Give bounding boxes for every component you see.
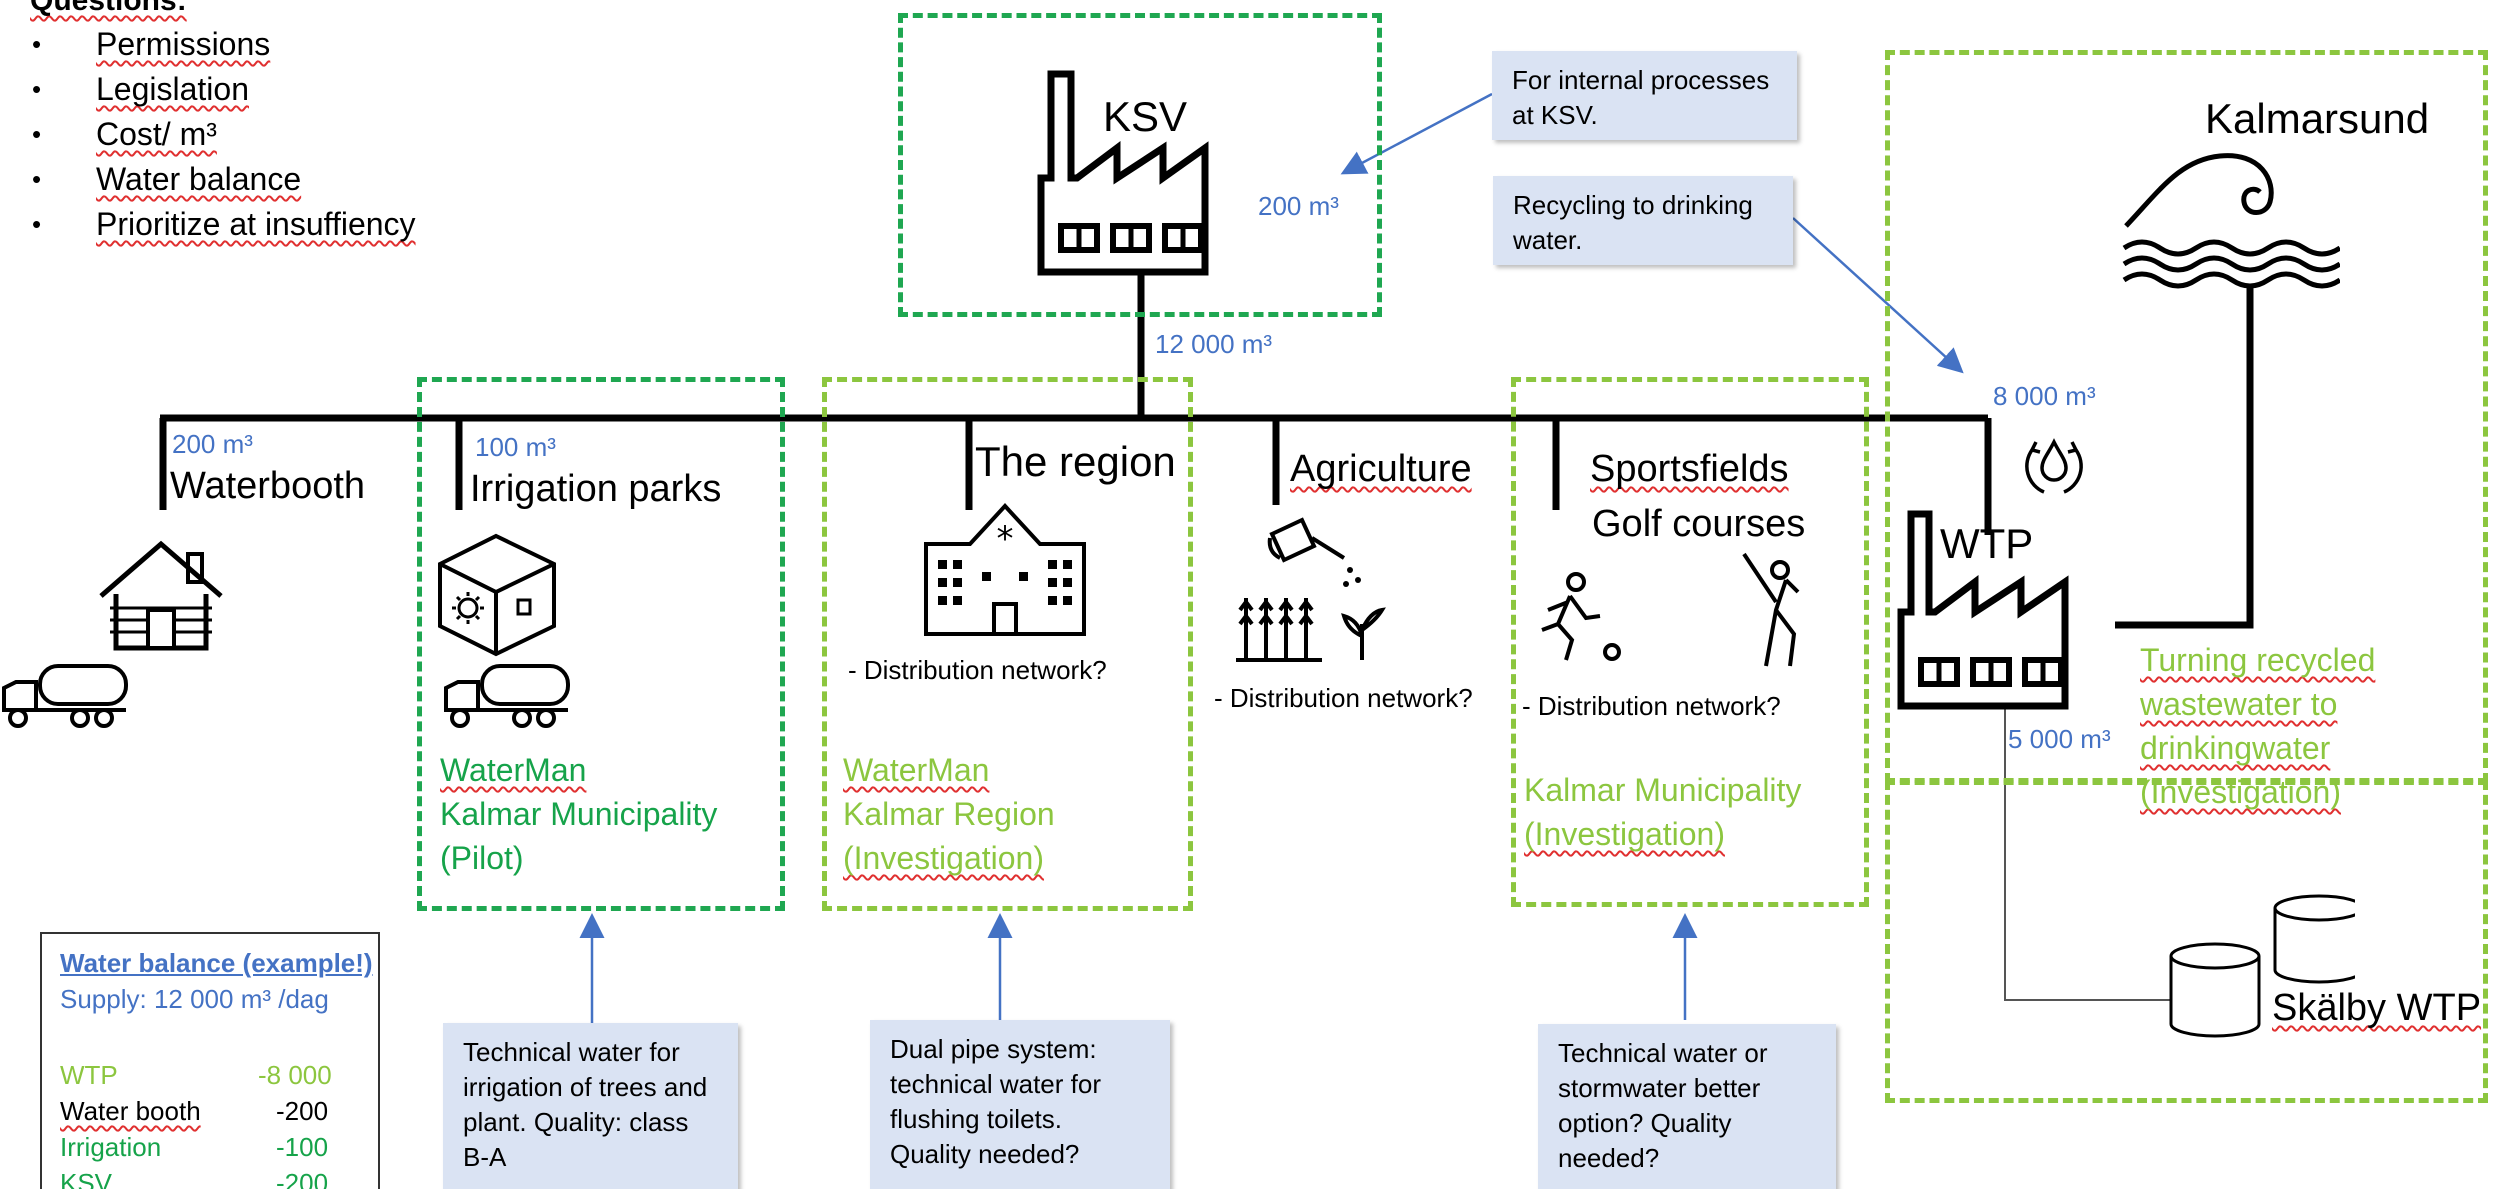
ksv-pipe-volume: 12 000 m³ — [1155, 329, 1273, 359]
tanker-truck-icon — [444, 664, 570, 728]
balance-row-name: KSV — [60, 1168, 113, 1189]
region-project-2: Kalmar Region — [843, 796, 1055, 832]
golfer-icon — [1742, 552, 1800, 667]
storage-tanks-icon — [2169, 894, 2355, 1038]
question-item: •Prioritize at insuffiency — [32, 206, 416, 242]
sports-box — [1511, 377, 1869, 907]
balance-row-value: -100 — [276, 1132, 329, 1162]
region-project-3: (Investigation) — [843, 840, 1044, 876]
region-project-1: WaterMan — [843, 752, 990, 788]
cabin-icon — [99, 540, 223, 651]
balance-row-value: -200 — [276, 1168, 329, 1189]
wtp-project-1: Turning recycled — [2140, 642, 2376, 678]
question-item: •Permissions — [32, 26, 271, 62]
football-player-icon — [1541, 572, 1621, 661]
balance-title: Water balance (example!) — [60, 948, 373, 978]
questions-list: •Permissions •Legislation •Cost/ m³ •Wat… — [26, 22, 416, 247]
irrigation-project-1: WaterMan — [440, 752, 587, 788]
school-building-icon: * — [924, 503, 1086, 636]
water-recycle-icon — [2025, 438, 2083, 494]
balance-row-name: Water booth — [60, 1096, 201, 1126]
wtp-project-3: drinkingwater — [2140, 730, 2331, 766]
ksv-label: KSV — [1103, 93, 1188, 140]
sports-project-2: (Investigation) — [1524, 816, 1725, 852]
ksv-volume: 200 m³ — [1258, 191, 1339, 221]
wtp-label: WTP — [1940, 520, 2034, 567]
question-item: •Water balance — [32, 161, 302, 197]
wtp-volume-in: 8 000 m³ — [1993, 381, 2096, 411]
waterbooth-label: Waterbooth — [170, 465, 366, 507]
callout-recycling: Recycling to drinking water. — [1493, 176, 1793, 265]
region-note: - Distribution network? — [848, 655, 1107, 685]
callout-sports: Technical water or stormwater better opt… — [1538, 1024, 1836, 1189]
callout-dual-pipe: Dual pipe system: technical water for fl… — [870, 1020, 1170, 1189]
sports-note: - Distribution network? — [1522, 691, 1781, 721]
balance-row-name: Irrigation — [60, 1132, 162, 1162]
sports-label-2: Golf courses — [1592, 503, 1806, 545]
watering-crops-icon — [1236, 517, 1386, 662]
factory-icon — [1037, 70, 1209, 276]
tanker-truck-icon — [2, 664, 128, 728]
callout-ksv-internal: For internal processes at KSV. — [1492, 51, 1797, 140]
wtp-box-bottom — [1885, 780, 2488, 1103]
wtp-project-2: wastewater to — [2140, 686, 2338, 722]
balance-row-value: -8 000 — [258, 1060, 332, 1090]
irrigation-project-3: (Pilot) — [440, 840, 524, 876]
agriculture-note: - Distribution network? — [1214, 683, 1473, 713]
skalby-label: Skälby WTP — [2272, 987, 2482, 1029]
sports-label-1: Sportsfields — [1590, 448, 1789, 490]
kalmarsund-label: Kalmarsund — [2205, 95, 2430, 142]
water-balance-box: Water balance (example!) Supply: 12 000 … — [40, 932, 380, 1189]
waterbooth-volume: 200 m³ — [172, 429, 253, 459]
balance-row-name: WTP — [60, 1060, 118, 1090]
greenhouse-box-icon — [438, 533, 556, 657]
region-label: The region — [975, 438, 1176, 485]
irrigation-project-2: Kalmar Municipality — [440, 796, 718, 832]
region-box — [822, 377, 1193, 911]
question-item: •Legislation — [32, 71, 249, 107]
questions-title: Questions: — [30, 0, 187, 17]
irrigation-label: Irrigation parks — [470, 468, 722, 510]
irrigation-box — [417, 377, 785, 911]
svg-text:*: * — [997, 519, 1014, 559]
wtp-factory-icon — [1897, 510, 2069, 710]
balance-row-value: -200 — [276, 1096, 329, 1126]
question-item: •Cost/ m³ — [32, 116, 217, 152]
ksv-box — [898, 13, 1382, 317]
sports-project-1: Kalmar Municipality — [1524, 772, 1802, 808]
balance-supply: Supply: 12 000 m³ /dag — [60, 984, 329, 1014]
wtp-project-4: (Investigation) — [2140, 774, 2341, 810]
irrigation-volume: 100 m³ — [475, 432, 556, 462]
wave-icon — [2122, 153, 2340, 289]
callout-irrigation: Technical water for irrigation of trees … — [443, 1023, 738, 1189]
wtp-volume-out: 5 000 m³ — [2008, 724, 2111, 754]
agriculture-label: Agriculture — [1290, 448, 1472, 490]
